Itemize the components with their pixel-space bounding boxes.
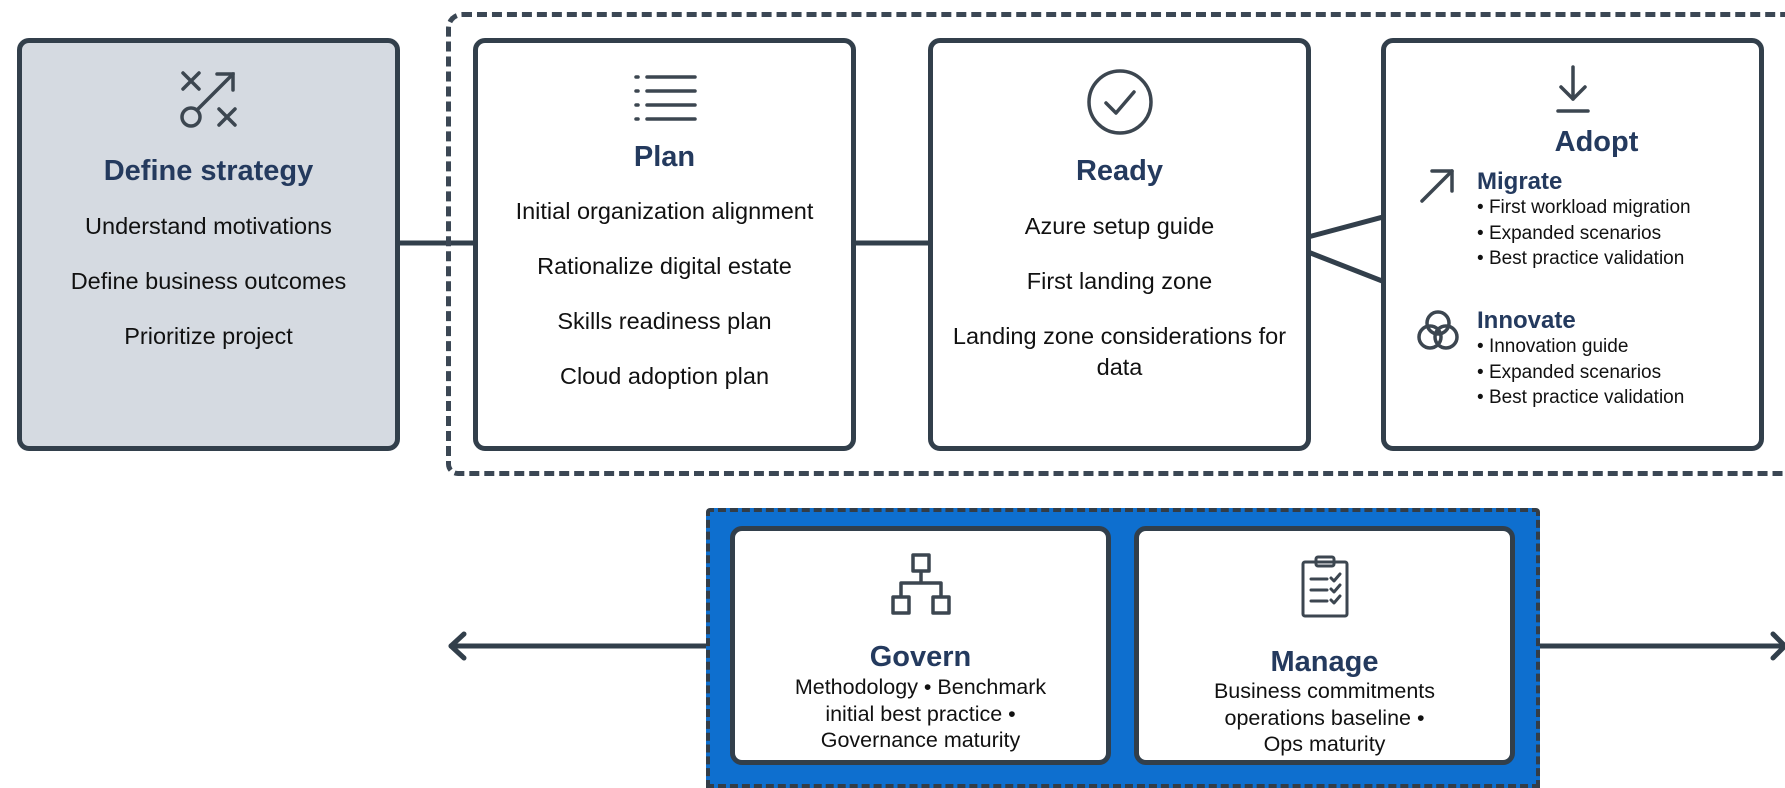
adopt-card: Adopt Migrate First workload migration E… [1381, 38, 1764, 451]
govern-title: Govern [869, 641, 972, 673]
checkmark-circle-icon [933, 68, 1306, 136]
innovate-items: Innovation guide Expanded scenarios Best… [1477, 334, 1684, 411]
adopt-title: Adopt [1554, 126, 1639, 158]
strategy-items: Understand motivations Define business o… [30, 211, 387, 376]
migrate-block: Migrate First workload migration Expande… [1477, 169, 1691, 272]
innovate-block: Innovate Innovation guide Expanded scena… [1477, 308, 1684, 411]
innovate-item: Innovation guide [1477, 334, 1684, 360]
migrate-items: First workload migration Expanded scenar… [1477, 195, 1691, 272]
govern-line: Methodology • Benchmark [794, 675, 1047, 699]
ready-item: Landing zone considerations for data [952, 323, 1287, 380]
govern-card: Govern Methodology • Benchmark initial b… [730, 526, 1111, 765]
migrate-item: Best practice validation [1477, 246, 1691, 272]
download-arrow-icon [1386, 65, 1759, 115]
strategy-icon [22, 67, 395, 131]
migrate-icon-wrap [1418, 167, 1456, 210]
plan-title: Plan [633, 141, 696, 173]
clipboard-checklist-icon [1139, 555, 1510, 619]
migrate-item: First workload migration [1477, 195, 1691, 221]
adoption-phase-frame [446, 12, 1785, 476]
migrate-title: Migrate [1477, 168, 1563, 195]
manage-line: Business commitments [1213, 679, 1436, 703]
org-chart-icon [735, 553, 1106, 617]
strategy-item: Prioritize project [124, 323, 293, 349]
plan-item: Cloud adoption plan [559, 363, 770, 389]
plan-item: Initial organization alignment [515, 198, 814, 224]
manage-text: Business commitments operations baseline… [1145, 678, 1504, 758]
plan-items: Initial organization alignment Rationali… [486, 196, 843, 416]
innovate-item: Expanded scenarios [1477, 360, 1684, 386]
innovate-title: Innovate [1477, 307, 1576, 334]
ready-card: Ready Azure setup guide First landing zo… [928, 38, 1311, 451]
ready-item: First landing zone [1026, 268, 1213, 294]
innovate-icon-wrap [1415, 309, 1461, 358]
strategy-item: Understand motivations [85, 213, 332, 239]
govern-text: Methodology • Benchmark initial best pra… [741, 674, 1100, 754]
govern-line: Governance maturity [820, 728, 1021, 752]
strategy-item: Define business outcomes [70, 268, 347, 294]
manage-line: Ops maturity [1263, 732, 1386, 756]
manage-line: operations baseline • [1224, 705, 1425, 730]
ready-item: Azure setup guide [1024, 213, 1215, 239]
plan-item: Rationalize digital estate [537, 253, 792, 279]
arrow-up-right-icon [1420, 169, 1454, 203]
manage-title: Manage [1270, 646, 1379, 678]
plan-item: Skills readiness plan [557, 308, 772, 334]
migrate-item: Expanded scenarios [1477, 221, 1691, 247]
define-strategy-card: Define strategy Understand motivations D… [17, 38, 400, 451]
plan-card: Plan Initial organization alignment Rati… [473, 38, 856, 451]
ready-items: Azure setup guide First landing zone Lan… [941, 211, 1298, 407]
govern-line: initial best practice • [825, 701, 1016, 726]
list-icon [478, 73, 851, 125]
manage-card: Manage Business commitments operations b… [1134, 526, 1515, 765]
venn-circles-icon [1417, 310, 1459, 350]
strategy-title: Define strategy [103, 155, 314, 187]
innovate-item: Best practice validation [1477, 385, 1684, 411]
ready-title: Ready [1075, 155, 1164, 187]
